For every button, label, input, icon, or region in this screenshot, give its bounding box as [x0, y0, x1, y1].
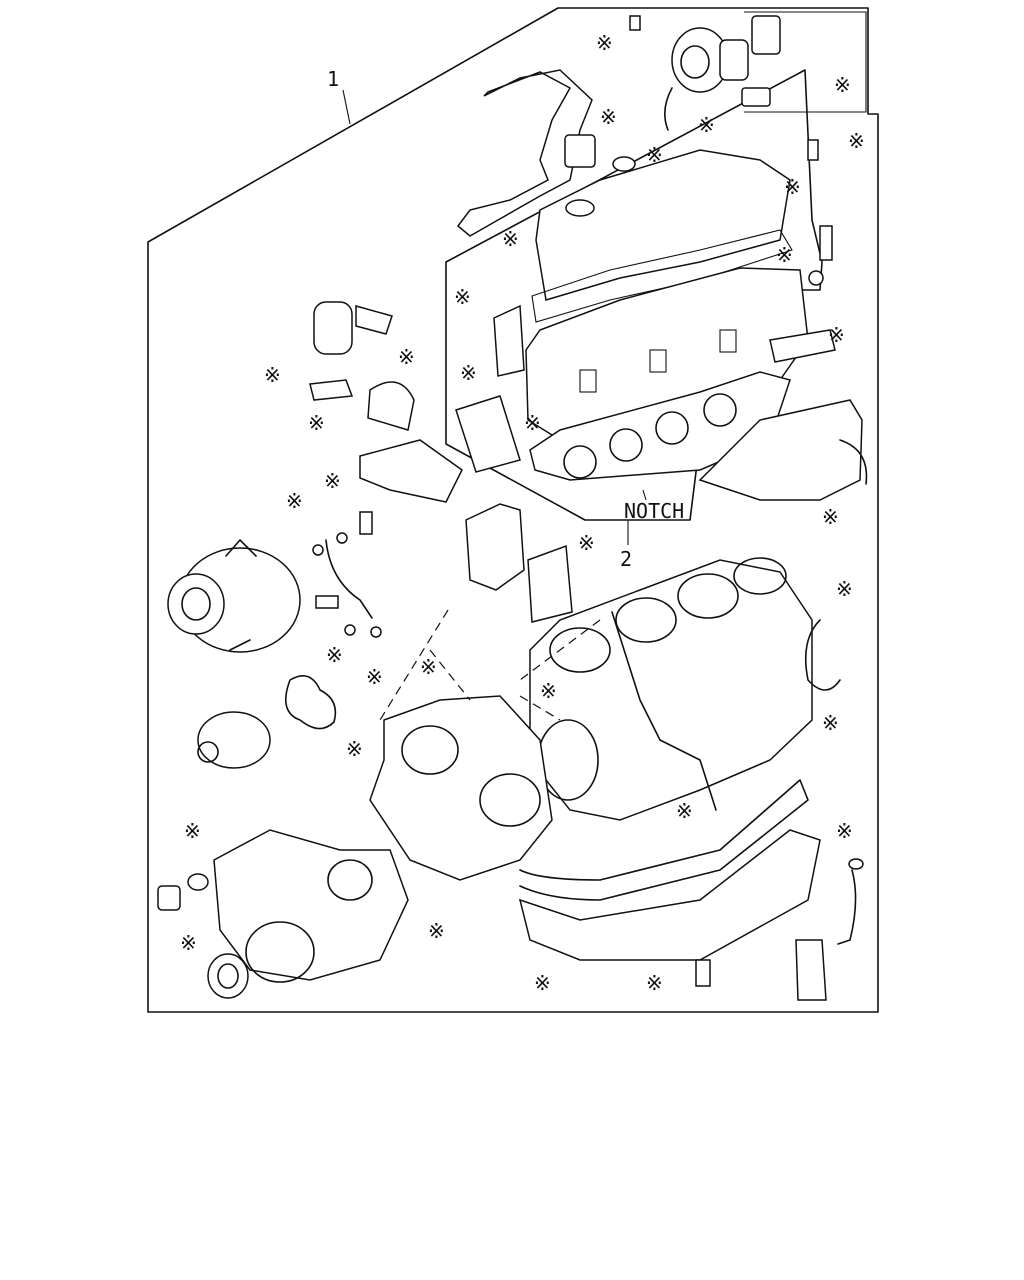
- asterisk-icon: ※: [784, 175, 801, 199]
- asterisk-icon: ※: [428, 919, 445, 943]
- callout-2-label: 2: [620, 547, 632, 571]
- drain-plug: [695, 959, 711, 987]
- asterisk-icon: ※: [326, 643, 343, 667]
- assembly-line-1: [379, 609, 449, 721]
- washer-d: [370, 626, 382, 638]
- asterisk-icon: ※: [502, 227, 519, 251]
- manifold-gasket: [769, 329, 836, 363]
- timing-plate: [369, 695, 553, 881]
- oil-pan-gasket: [519, 779, 809, 901]
- asterisk-icon: ※: [184, 819, 201, 843]
- assembly-line-3: [519, 619, 601, 681]
- exhaust-pipe: [456, 69, 596, 237]
- egr-gasket-2: [367, 381, 415, 431]
- washer-a: [312, 544, 324, 556]
- asterisk-icon: ※: [264, 363, 281, 387]
- sensor-pipe: [837, 869, 857, 945]
- asterisk-icon: ※: [600, 105, 617, 129]
- asterisk-icon: ※: [836, 577, 853, 601]
- glow-plug: [819, 225, 833, 261]
- assembly-line-2: [429, 649, 471, 701]
- asterisk-icon: ※: [698, 113, 715, 137]
- asterisk-icon: ※: [454, 285, 471, 309]
- egr-gasket-1: [309, 379, 354, 401]
- bolt-a: [359, 511, 373, 535]
- oil-cap-seal: [565, 199, 595, 217]
- bolt-b: [315, 595, 339, 609]
- asterisk-icon: ※: [346, 737, 363, 761]
- rear-oil-seal: [804, 619, 841, 691]
- water-pump-gasket: [284, 674, 337, 730]
- asterisk-icon: ※: [822, 505, 839, 529]
- thermostat-housing: [465, 503, 573, 623]
- asterisk-icon: ※: [180, 931, 197, 955]
- oil-pressure-switch: [795, 939, 827, 1001]
- dipstick-tube: [611, 611, 717, 811]
- front-oil-seal: [207, 953, 249, 999]
- top-sensor: [807, 139, 819, 161]
- head-gasket: [529, 371, 791, 481]
- egr-pipe: [359, 439, 463, 503]
- valve-cover: [531, 149, 793, 323]
- asterisk-icon: ※: [324, 469, 341, 493]
- asterisk-icon: ※: [596, 31, 613, 55]
- front-cover: [213, 829, 409, 983]
- engine-block: [529, 557, 813, 821]
- asterisk-icon: ※: [822, 711, 839, 735]
- exhaust-manifold: [698, 399, 863, 501]
- assembly-line-4: [519, 695, 561, 721]
- asterisk-icon: ※: [676, 799, 693, 823]
- asterisk-icon: ※: [460, 361, 477, 385]
- sensor-seal: [848, 858, 864, 870]
- egr-valve: [313, 301, 393, 355]
- asterisk-icon: ※: [534, 971, 551, 995]
- asterisk-icon: ※: [286, 489, 303, 513]
- cap-plug: [157, 885, 181, 911]
- asterisk-icon: ※: [836, 819, 853, 843]
- oil-pan: [518, 829, 821, 961]
- asterisk-icon: ※: [848, 129, 865, 153]
- asterisk-icon: ※: [366, 665, 383, 689]
- glow-plug-washer: [808, 270, 824, 286]
- seal-ring-top: [612, 156, 636, 172]
- asterisk-icon: ※: [398, 345, 415, 369]
- asterisk-icon: ※: [646, 971, 663, 995]
- asterisk-icon: ※: [578, 531, 595, 555]
- asterisk-icon: ※: [308, 411, 325, 435]
- turbocharger: [629, 15, 749, 131]
- asterisk-icon: ※: [776, 243, 793, 267]
- oil-pipe: [325, 539, 373, 619]
- asterisk-icon: ※: [420, 655, 437, 679]
- end-plate-gasket: [455, 395, 521, 473]
- water-pump: [197, 711, 271, 769]
- side-gasket: [493, 304, 525, 377]
- asterisk-icon: ※: [540, 679, 557, 703]
- leader-1: [342, 89, 351, 125]
- notch-leader: [642, 489, 647, 501]
- asterisk-icon: ※: [524, 411, 541, 435]
- callout-1-label: 1: [327, 67, 339, 91]
- outlet-gasket: [741, 87, 771, 107]
- washer-c: [344, 624, 356, 636]
- manifold-outlet-gasket: [839, 439, 868, 485]
- asterisk-markers: ※ ※ ※ ※ ※ ※ ※ ※ ※ ※ ※ ※ ※ ※ ※ ※ ※ ※ ※ ※ …: [180, 31, 865, 995]
- notch-label: NOTCH: [624, 499, 684, 523]
- asterisk-icon: ※: [646, 143, 663, 167]
- alternator: [167, 539, 301, 653]
- asterisk-icon: ※: [834, 73, 851, 97]
- kit-1-boundary: [147, 7, 879, 1013]
- asterisk-icon: ※: [828, 323, 845, 347]
- cap-seal: [187, 873, 209, 891]
- washer-b: [336, 532, 348, 544]
- inset-box: [744, 11, 867, 113]
- turbo-gasket: [751, 15, 781, 55]
